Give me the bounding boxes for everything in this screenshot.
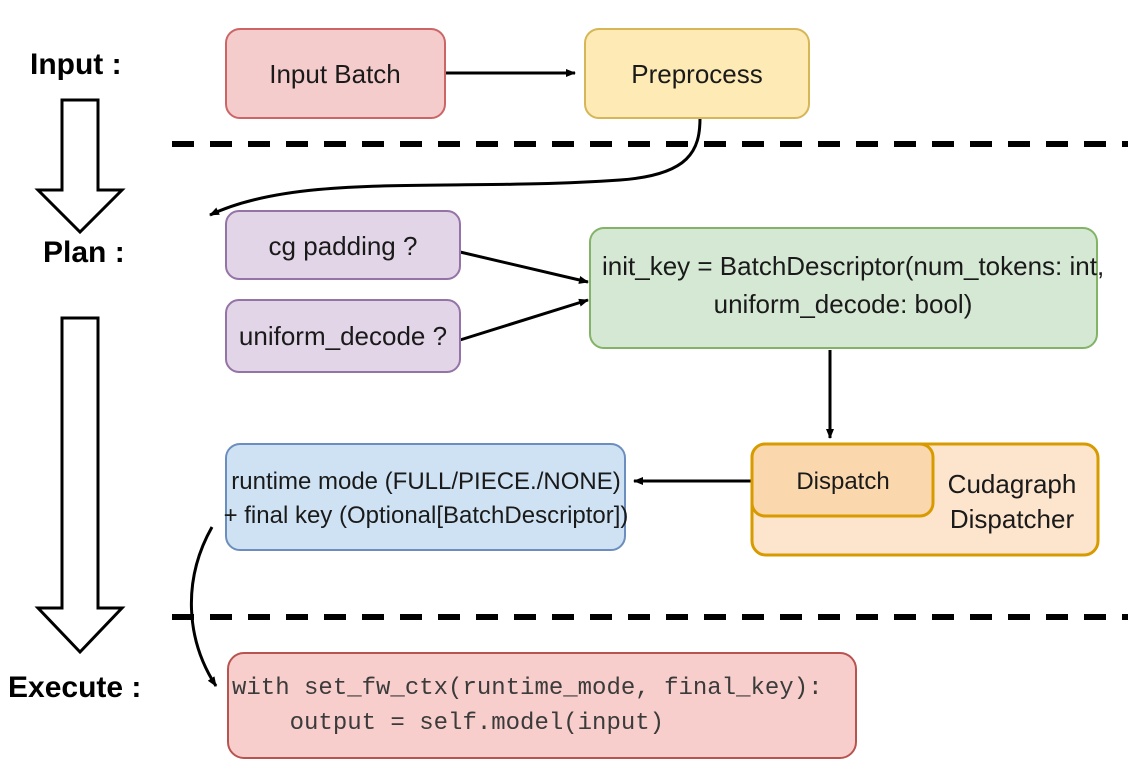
node-cudagraph-dispatcher-line1: Cudagraph	[948, 469, 1077, 499]
node-cg-padding[interactable]: cg padding ?	[225, 210, 461, 280]
node-cudagraph-dispatcher-line2: Dispatcher	[950, 504, 1075, 534]
node-preprocess-shape	[584, 28, 810, 119]
input-to-plan-block-arrow-icon	[34, 98, 126, 235]
node-preprocess[interactable]: Preprocess	[584, 28, 810, 119]
node-runtime-mode-line1: runtime mode (FULL/PIECE./NONE)	[231, 468, 620, 495]
node-init-key-shape	[589, 227, 1098, 349]
node-execute-code-line2: output = self.model(input)	[232, 710, 664, 737]
node-input-batch-shape	[225, 28, 446, 119]
node-execute-code-line1: with set_fw_ctx(runtime_mode, final_key)…	[232, 675, 823, 702]
node-init-key-line1: init_key = BatchDescriptor(num_tokens: i…	[602, 251, 1104, 281]
node-uniform-decode-label: uniform_decode ?	[239, 321, 447, 351]
node-uniform-decode-shape	[225, 299, 461, 373]
node-init-key-line2: uniform_decode: bool)	[714, 289, 973, 319]
node-init-key[interactable]: init_key = BatchDescriptor(num_tokens: i…	[589, 227, 1104, 349]
arrow-preprocess-to-plan	[209, 117, 702, 217]
node-dispatch-shape	[750, 442, 935, 518]
plan-to-execute-block-arrow-icon	[34, 316, 126, 655]
node-runtime-mode[interactable]: runtime mode (FULL/PIECE./NONE) + final …	[224, 443, 629, 551]
node-input-batch-label: Input Batch	[269, 59, 401, 89]
arrow-uniform-decode-to-init-key	[459, 298, 589, 342]
arrow-cg-padding-to-init-key	[459, 250, 589, 284]
node-dispatch[interactable]: Dispatch	[750, 442, 935, 518]
stage-label-execute: Execute :	[8, 671, 141, 704]
node-runtime-mode-shape	[225, 443, 626, 551]
node-execute-code[interactable]: with set_fw_ctx(runtime_mode, final_key)…	[227, 652, 857, 759]
arrow-runtime-mode-to-execute-code	[190, 526, 218, 687]
stage-label-plan: Plan :	[43, 236, 125, 269]
node-uniform-decode[interactable]: uniform_decode ?	[225, 299, 461, 373]
node-cg-padding-shape	[225, 210, 461, 280]
node-input-batch[interactable]: Input Batch	[225, 28, 446, 119]
node-cg-padding-label: cg padding ?	[269, 231, 418, 261]
node-execute-code-shape	[227, 652, 857, 759]
node-dispatch-label: Dispatch	[796, 468, 889, 495]
node-runtime-mode-line2: + final key (Optional[BatchDescriptor])	[224, 502, 629, 529]
node-preprocess-label: Preprocess	[631, 59, 763, 89]
stage-label-input: Input :	[30, 48, 122, 81]
